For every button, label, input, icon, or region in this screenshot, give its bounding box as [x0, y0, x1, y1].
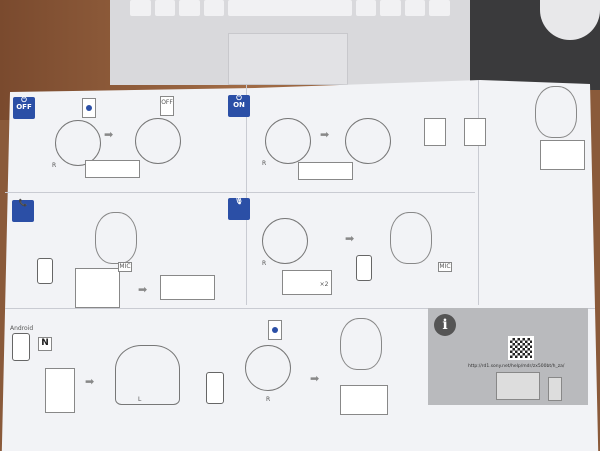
smartphone [356, 255, 372, 281]
device-screen [464, 118, 486, 146]
divider [478, 80, 479, 305]
divider [5, 192, 475, 193]
led-callout [82, 98, 96, 118]
power-off-badge: ⏻OFF [13, 97, 35, 119]
headphone-earcup [265, 118, 311, 164]
play-pause-diagram [540, 140, 585, 170]
laptop-illustration [496, 372, 540, 400]
call-end-diagram [160, 275, 215, 300]
right-label: R [52, 162, 57, 169]
arrow-icon: ➡ [138, 283, 148, 296]
phone-illustration [548, 377, 562, 401]
phone-call-badge: 📞 [12, 200, 34, 222]
power-on-badge: ⏻ON [228, 95, 250, 117]
led-callout [268, 320, 282, 340]
left-label: L [138, 396, 142, 403]
smartphone [206, 372, 224, 404]
headphone-earcup [262, 218, 308, 264]
right-label: R [266, 396, 271, 403]
right-label: R [262, 260, 267, 267]
button-hold-diagram [85, 160, 140, 178]
headphone-earcup [245, 345, 291, 391]
smartphone [12, 333, 30, 361]
person-with-headphones [340, 318, 382, 370]
device-screen [424, 118, 446, 146]
headphone-earcup [345, 118, 391, 164]
mic-callout: MIC [118, 262, 132, 272]
right-label: R [262, 160, 267, 167]
smartphone [37, 258, 53, 284]
android-label: Android [10, 325, 34, 332]
power-icon: ⏻ [21, 96, 27, 104]
play-pause-diagram [340, 385, 388, 415]
mic-callout: MIC [438, 262, 452, 272]
voice-assist-badge: 🎙 [228, 198, 250, 220]
arrow-icon: ➡ [310, 372, 320, 385]
call-answer-diagram [75, 268, 120, 308]
arrow-icon: ➡ [320, 128, 330, 141]
arrow-icon: ➡ [85, 375, 95, 388]
nfc-icon: N [38, 337, 52, 351]
divider [246, 85, 247, 305]
divider [5, 308, 595, 309]
info-icon: i [434, 314, 456, 336]
headphone-earcup [55, 120, 101, 166]
arrow-icon: ➡ [104, 128, 114, 141]
phone-settings-screen [45, 368, 75, 413]
led-callout: OFF [160, 96, 174, 116]
headphones-tap [115, 345, 180, 405]
person-with-headphones [95, 212, 137, 264]
qr-code [508, 336, 534, 360]
power-icon: ⏻ [236, 94, 242, 102]
button-hold-diagram [298, 162, 353, 180]
person-with-headphones [535, 86, 577, 138]
headphone-earcup [135, 118, 181, 164]
touchpad [228, 33, 348, 85]
arrow-icon: ➡ [345, 232, 355, 245]
help-url[interactable]: http://rd1.sony.net/help/mdr/zx500bt/h_z… [468, 364, 565, 369]
button-press-diagram: ×2 [282, 270, 332, 295]
keyboard [130, 0, 451, 18]
person-with-headphones [390, 212, 432, 264]
